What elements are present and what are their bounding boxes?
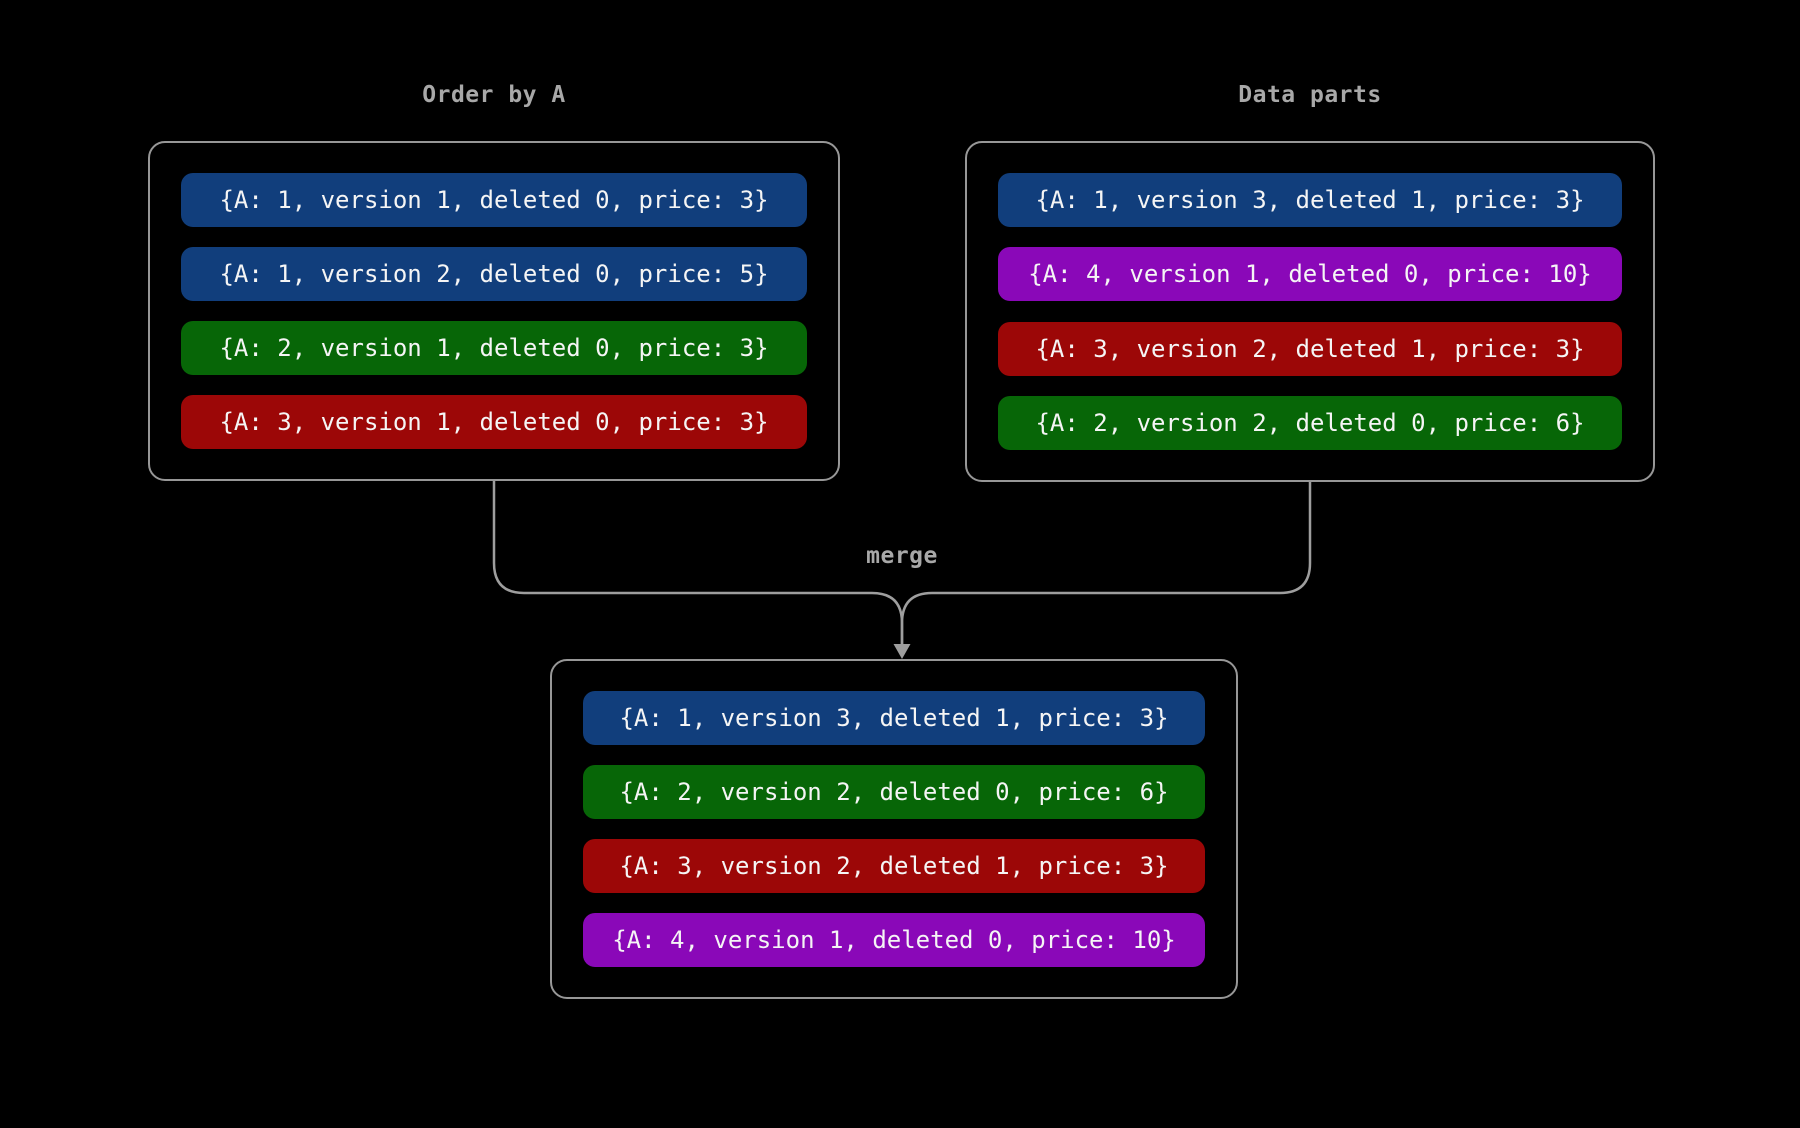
data-row-pill: {A: 4, version 1, deleted 0, price: 10} (998, 247, 1622, 302)
data-parts-box: {A: 1, version 3, deleted 1, price: 3} {… (965, 141, 1655, 482)
data-row-pill: {A: 1, version 3, deleted 1, price: 3} (998, 173, 1622, 227)
data-row-pill: {A: 3, version 2, deleted 1, price: 3} (583, 839, 1205, 893)
merge-arrow-icon (893, 644, 911, 659)
data-parts-heading: Data parts (1238, 82, 1382, 108)
data-row-pill: {A: 1, version 3, deleted 1, price: 3} (583, 691, 1205, 745)
data-row-pill: {A: 4, version 1, deleted 0, price: 10} (583, 913, 1205, 967)
order-by-a-box: {A: 1, version 1, deleted 0, price: 3} {… (148, 141, 840, 481)
data-row-pill: {A: 1, version 1, deleted 0, price: 3} (181, 173, 807, 227)
data-row-pill: {A: 3, version 2, deleted 1, price: 3} (998, 321, 1622, 376)
merged-result-box: {A: 1, version 3, deleted 1, price: 3} {… (550, 659, 1238, 999)
merge-label: merge (866, 543, 938, 569)
data-row-pill: {A: 2, version 1, deleted 0, price: 3} (181, 321, 807, 375)
data-row-pill: {A: 2, version 2, deleted 0, price: 6} (583, 765, 1205, 819)
data-row-pill: {A: 3, version 1, deleted 0, price: 3} (181, 395, 807, 449)
data-row-pill: {A: 1, version 2, deleted 0, price: 5} (181, 247, 807, 301)
order-by-a-heading: Order by A (422, 82, 566, 108)
data-row-pill: {A: 2, version 2, deleted 0, price: 6} (998, 395, 1622, 450)
